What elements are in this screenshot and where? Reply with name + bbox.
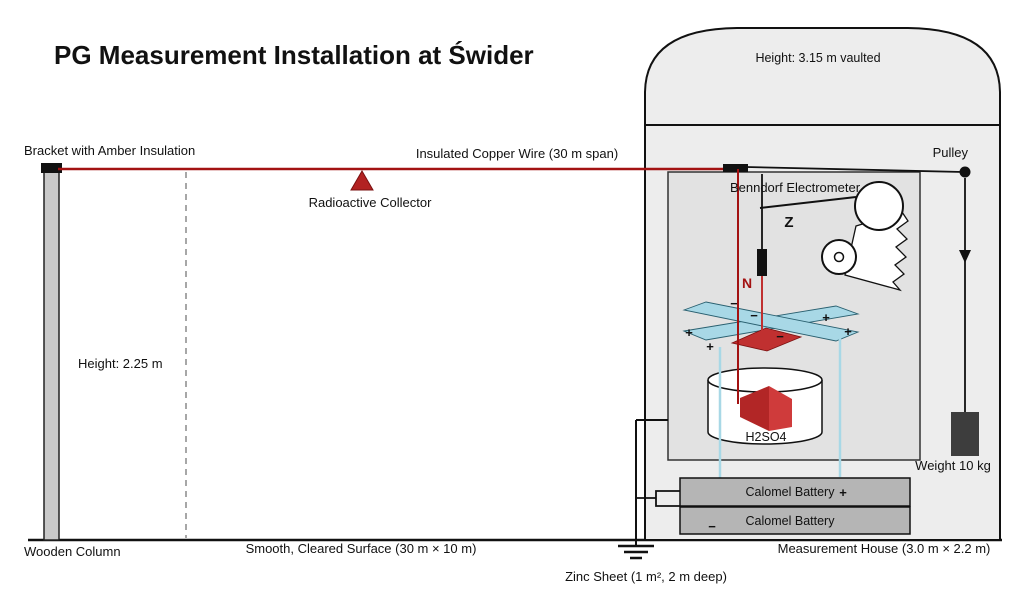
plate-sign-minus-3: −: [776, 329, 784, 344]
recorder-drum-axle: [833, 251, 845, 263]
quadrant-plate-b: [682, 301, 860, 342]
battery-bottom-sign: −: [708, 519, 716, 534]
jar-vane-left-face: [740, 386, 769, 431]
electrometer-recorder-group: [757, 174, 909, 292]
radioactive-collector: [350, 170, 374, 191]
amber-insulation-bracket: [41, 163, 62, 173]
bracket-label: Bracket with Amber Insulation: [24, 143, 195, 158]
pulley-label: Pulley: [933, 145, 969, 160]
plate-sign-plus-2: +: [706, 339, 714, 354]
battery-top-sign: +: [839, 485, 847, 500]
plate-sign-plus-3: +: [822, 310, 830, 325]
wooden-column-label: Wooden Column: [24, 544, 121, 559]
electrometer-needle-vane: [730, 327, 803, 352]
wire-to-pulley: [745, 166, 964, 173]
jar-vane-right-face: [769, 386, 792, 431]
battery-top-label: Calomel Battery: [746, 485, 836, 499]
plate-sign-minus-2: −: [730, 296, 738, 311]
plate-sign-minus-1: −: [750, 308, 758, 323]
radioactive-collector-label: Radioactive Collector: [309, 195, 433, 210]
recorder-paper: [844, 211, 909, 292]
plate-sign-plus-4: +: [844, 324, 852, 339]
roof-height-label: Height: 3.15 m vaulted: [755, 51, 880, 65]
wire-connector: [723, 164, 748, 172]
surface-label: Smooth, Cleared Surface (30 m × 10 m): [246, 541, 477, 556]
weight-block: [951, 412, 979, 456]
recorder-drum-large: [854, 181, 904, 231]
calomel-battery-top: [679, 477, 911, 507]
column-height-label: Height: 2.25 m: [78, 356, 163, 371]
z-arm: [759, 196, 857, 209]
battery-group: [636, 477, 911, 535]
acid-label: H2SO4: [746, 430, 787, 444]
weight-label: Weight 10 kg: [915, 458, 991, 473]
wooden-column-group: [41, 163, 62, 541]
cord-arrowhead: [959, 250, 971, 263]
page-title: PG Measurement Installation at Świder: [54, 40, 534, 70]
measurement-house-label: Measurement House (3.0 m × 2.2 m): [778, 541, 991, 556]
calomel-battery-bottom: [679, 506, 911, 535]
needle-label: N: [742, 275, 752, 291]
wooden-column: [43, 167, 60, 541]
pulley-weight-group: [723, 164, 979, 456]
plate-sign-plus-1: +: [685, 325, 693, 340]
earth-connection-group: [618, 419, 668, 560]
pulley-wheel: [959, 166, 971, 178]
quadrant-plates-group: + + + + − − −: [682, 296, 860, 354]
z-arm-label: Z: [784, 214, 793, 231]
copper-wire-label: Insulated Copper Wire (30 m span): [416, 146, 618, 161]
house-roof: [644, 27, 1001, 126]
needle-damper: [757, 249, 767, 276]
battery-bottom-label: Calomel Battery: [746, 514, 836, 528]
zinc-sheet-label: Zinc Sheet (1 m², 2 m deep): [565, 569, 727, 584]
electrometer-label: Benndorf Electrometer: [730, 180, 861, 195]
